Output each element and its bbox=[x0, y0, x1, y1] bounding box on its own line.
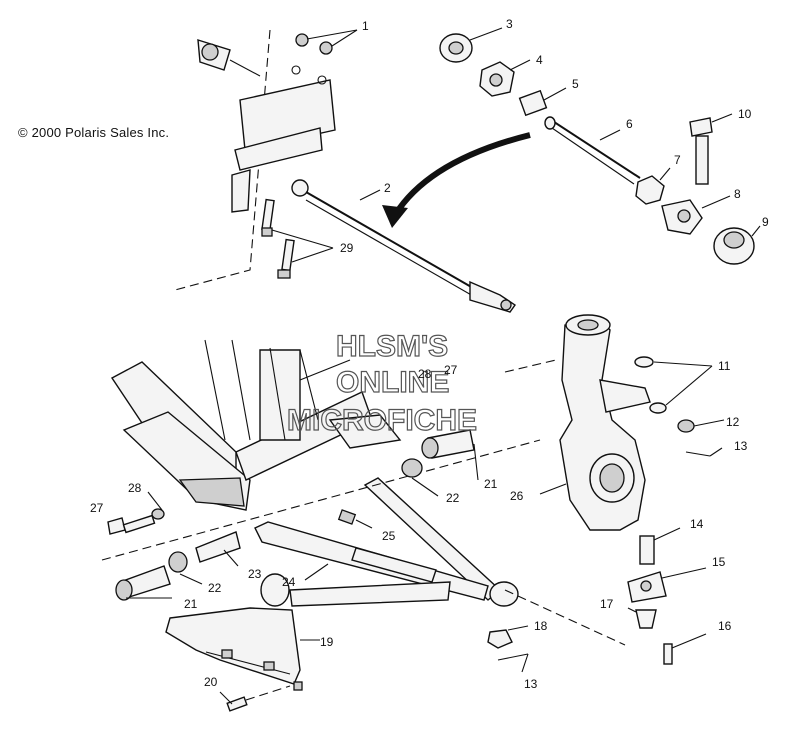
callout-8: 8 bbox=[734, 187, 741, 201]
callout-3: 3 bbox=[506, 17, 513, 31]
watermark-line2: ONLINE bbox=[336, 366, 449, 399]
tie-rod-sleeve-6 bbox=[544, 116, 641, 185]
watermark: HLSM'S ONLINE MICROFICHE bbox=[286, 329, 477, 437]
rod-end-bushing-3 bbox=[439, 27, 503, 63]
assembly-arrow bbox=[382, 132, 531, 228]
copyright-notice: © 2000 Polaris Sales Inc. bbox=[18, 125, 170, 140]
callout-26: 26 bbox=[510, 489, 524, 503]
callout-22-right: 22 bbox=[446, 491, 460, 505]
callout-2: 2 bbox=[384, 181, 391, 195]
callout-5: 5 bbox=[572, 77, 579, 91]
steering-post bbox=[174, 29, 336, 291]
callout-28-lower: 28 bbox=[128, 481, 142, 495]
callouts: 1 2 3 4 5 6 7 8 9 10 11 12 13 14 15 16 1… bbox=[90, 17, 769, 691]
watermark-line3: MICROFICHE bbox=[287, 404, 477, 437]
callout-21-left: 21 bbox=[184, 597, 198, 611]
callout-6: 6 bbox=[626, 117, 633, 131]
spacer-5 bbox=[518, 87, 567, 117]
bolts-29 bbox=[261, 198, 334, 279]
callout-27-lower: 27 bbox=[90, 501, 104, 515]
callout-7: 7 bbox=[674, 153, 681, 167]
callout-9: 9 bbox=[762, 215, 769, 229]
washers-11-12 bbox=[634, 356, 725, 457]
callout-29: 29 bbox=[340, 241, 354, 255]
callout-15: 15 bbox=[712, 555, 726, 569]
callout-13-lower: 13 bbox=[524, 677, 538, 691]
callout-28-upper: 28 bbox=[418, 367, 432, 381]
nut-pair-1 bbox=[295, 29, 358, 55]
tie-rod-end-upper bbox=[197, 39, 261, 77]
bolt-20 bbox=[219, 685, 291, 712]
jam-nut-4 bbox=[479, 59, 531, 97]
callout-19: 19 bbox=[320, 635, 334, 649]
callout-20: 20 bbox=[204, 675, 218, 689]
callout-4: 4 bbox=[536, 53, 543, 67]
grease-fitting-25 bbox=[337, 509, 373, 529]
bolt-10 bbox=[689, 113, 733, 185]
callout-18: 18 bbox=[534, 619, 548, 633]
callout-24: 24 bbox=[282, 575, 296, 589]
callout-27-upper: 27 bbox=[444, 363, 458, 377]
callout-21-right: 21 bbox=[484, 477, 498, 491]
skid-plate-19 bbox=[165, 607, 320, 691]
callout-22-left: 22 bbox=[208, 581, 222, 595]
callout-1: 1 bbox=[362, 19, 369, 33]
bushings-21-22 bbox=[115, 429, 479, 601]
a-arm-24 bbox=[254, 477, 519, 607]
jam-nut-7 bbox=[635, 167, 671, 205]
bushing-9 bbox=[713, 225, 761, 265]
rod-end-8 bbox=[661, 195, 731, 235]
spindle-26 bbox=[504, 314, 651, 531]
frame bbox=[110, 339, 402, 511]
watermark-line1: HLSM'S bbox=[336, 330, 448, 363]
callout-12: 12 bbox=[726, 415, 740, 429]
bolt-27-lower bbox=[107, 491, 165, 535]
callout-17: 17 bbox=[600, 597, 614, 611]
callout-25: 25 bbox=[382, 529, 396, 543]
tie-rod-assembly bbox=[291, 179, 516, 313]
callout-23: 23 bbox=[248, 567, 262, 581]
callout-14: 14 bbox=[690, 517, 704, 531]
callout-11: 11 bbox=[718, 359, 731, 373]
callout-13-upper: 13 bbox=[734, 439, 748, 453]
ball-joint-parts bbox=[627, 527, 707, 665]
callout-16: 16 bbox=[718, 619, 732, 633]
nut-18-cotter-13 bbox=[487, 625, 529, 673]
callout-10: 10 bbox=[738, 107, 752, 121]
